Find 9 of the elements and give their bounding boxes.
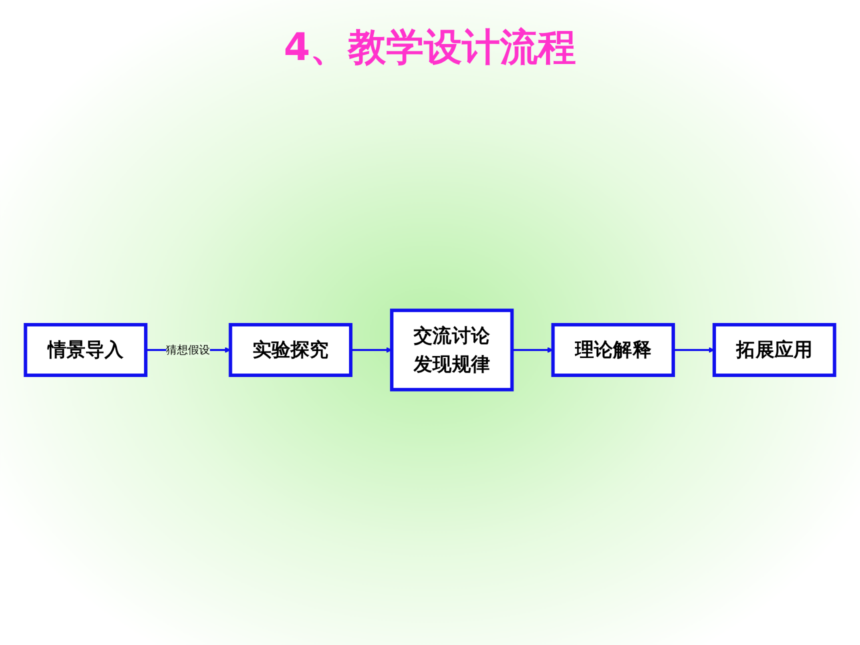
node-box: 理论解释 <box>551 323 675 377</box>
node-box: 交流讨论 发现规律 <box>390 308 514 392</box>
node-box: 实验探究 <box>228 323 352 377</box>
node-box: 拓展应用 <box>712 323 836 377</box>
node-box: 情景导入 <box>24 323 148 377</box>
arrow <box>673 347 715 353</box>
arrow <box>350 347 392 353</box>
title: 4、教学设计流程 <box>282 24 578 71</box>
arrow <box>512 347 554 353</box>
